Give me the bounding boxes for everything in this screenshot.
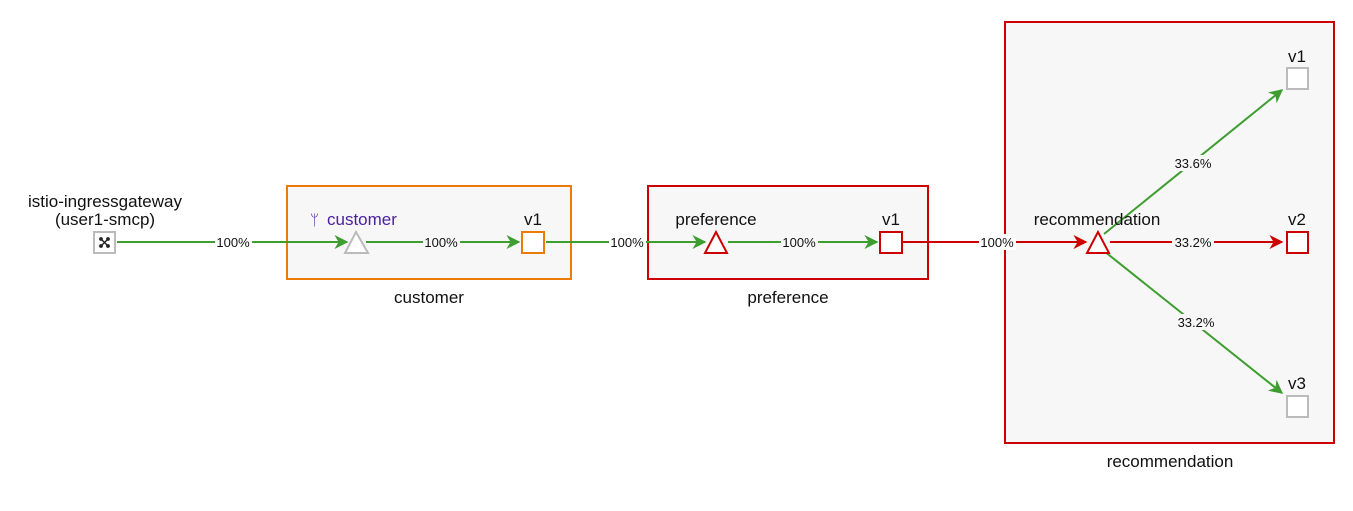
recommendation-v3-label: v3 [1288, 374, 1306, 393]
gateway-name-label: istio-ingressgateway [28, 192, 183, 211]
gateway-node[interactable] [93, 231, 116, 254]
edge-label-customer-v1-preference: 100% [609, 234, 646, 250]
svg-text:33.2%: 33.2% [1178, 315, 1215, 330]
edge-label-preference-v1-recommendation: 100% [979, 234, 1016, 250]
svg-text:33.6%: 33.6% [1175, 156, 1212, 171]
edge-label-gateway-customer: 100% [215, 234, 252, 250]
svg-text:33.2%: 33.2% [1175, 235, 1212, 250]
preference-v1-label: v1 [882, 210, 900, 229]
customer-service-label: customer [327, 210, 397, 229]
recommendation-box[interactable] [1004, 21, 1335, 444]
customer-v1-node[interactable] [521, 231, 545, 254]
edge-label-recommendation-v1: 33.6% [1172, 155, 1214, 171]
preference-box-label: preference [747, 288, 828, 307]
gateway-namespace-label: (user1-smcp) [55, 210, 155, 229]
svg-text:100%: 100% [216, 235, 250, 250]
preference-v1-node[interactable] [879, 231, 903, 254]
recommendation-v1-label: v1 [1288, 47, 1306, 66]
recommendation-v1-node[interactable] [1286, 67, 1309, 90]
preference-service-label: preference [675, 210, 756, 229]
edge-label-customer-v1: 100% [423, 234, 460, 250]
customer-box-label: customer [394, 288, 464, 307]
svg-text:100%: 100% [610, 235, 644, 250]
recommendation-service-label: recommendation [1034, 210, 1161, 229]
svg-text:100%: 100% [782, 235, 816, 250]
edge-label-recommendation-v3: 33.2% [1175, 314, 1217, 330]
recommendation-box-label: recommendation [1107, 452, 1234, 471]
customer-v1-label: v1 [524, 210, 542, 229]
recommendation-service-node[interactable] [1085, 229, 1111, 254]
edge-label-recommendation-v2: 33.2% [1172, 234, 1214, 250]
preference-service-node[interactable] [703, 229, 729, 254]
virtual-service-icon: ᛘ [310, 211, 319, 229]
recommendation-v2-label: v2 [1288, 210, 1306, 229]
customer-service-node[interactable] [343, 229, 370, 254]
recommendation-v2-node[interactable] [1286, 231, 1309, 254]
recommendation-v3-node[interactable] [1286, 395, 1309, 418]
edge-label-preference-v1: 100% [781, 234, 818, 250]
svg-text:100%: 100% [980, 235, 1014, 250]
svg-text:100%: 100% [424, 235, 458, 250]
gateway-icon [99, 237, 110, 248]
